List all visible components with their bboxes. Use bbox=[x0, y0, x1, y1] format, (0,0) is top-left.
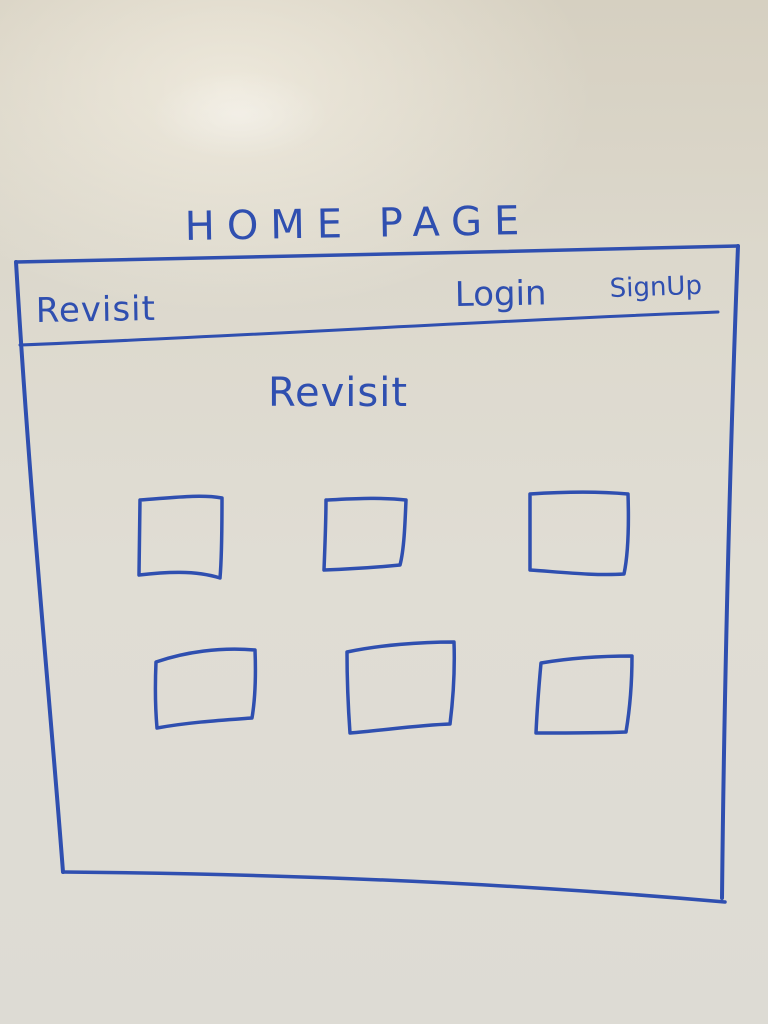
navbar-divider bbox=[18, 310, 720, 347]
login-link[interactable]: Login bbox=[454, 273, 546, 315]
frame-bottom-edge bbox=[61, 870, 727, 904]
light-glare bbox=[150, 70, 330, 160]
placeholder-box-5[interactable] bbox=[345, 640, 457, 735]
frame-top-edge bbox=[14, 244, 740, 264]
page-title: HOME PAGE bbox=[184, 198, 531, 250]
placeholder-box-4[interactable] bbox=[153, 647, 258, 730]
main-heading: Revisit bbox=[268, 370, 408, 416]
signup-link[interactable]: SignUp bbox=[609, 271, 702, 304]
placeholder-box-6[interactable] bbox=[534, 654, 634, 735]
placeholder-box-2[interactable] bbox=[322, 496, 408, 572]
frame-right-edge bbox=[720, 244, 740, 900]
frame-left-edge bbox=[14, 260, 65, 874]
navbar-brand: Revisit bbox=[35, 289, 156, 331]
placeholder-box-3[interactable] bbox=[528, 490, 631, 577]
placeholder-box-1[interactable] bbox=[137, 494, 224, 580]
